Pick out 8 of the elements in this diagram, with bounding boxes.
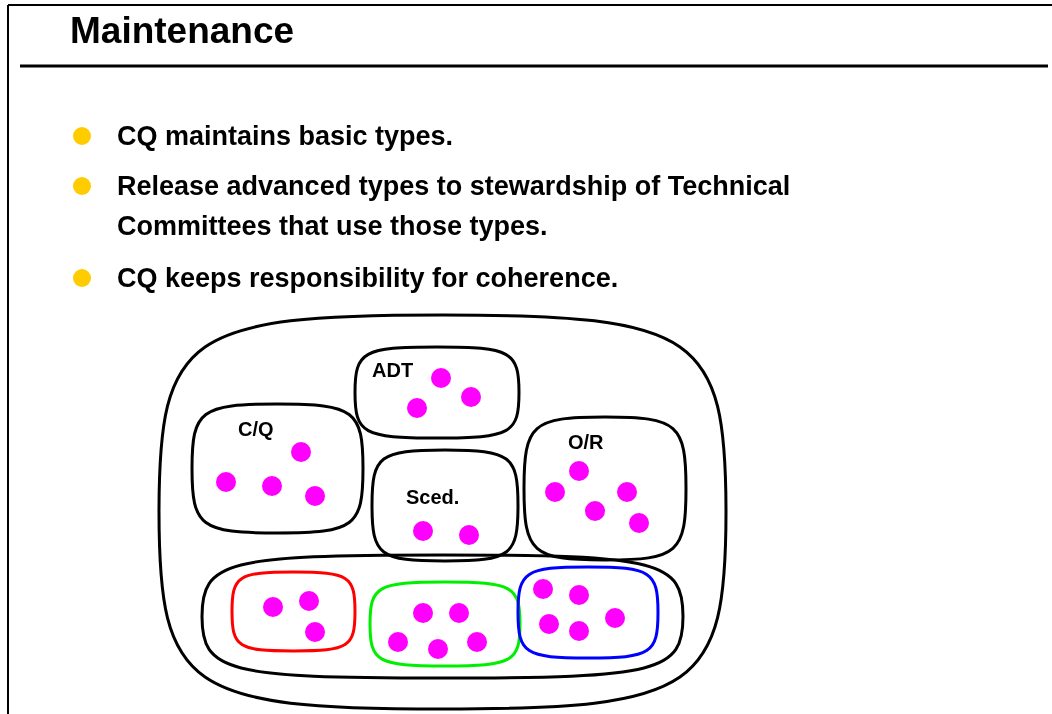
group-label: C/Q — [238, 418, 274, 441]
bullet-text: CQ keeps responsibility for coherence. — [117, 262, 620, 295]
slide-title: Maintenance — [70, 10, 295, 52]
bullet-text: Release advanced types to stewardship of Technical Committees that use those types. — [117, 170, 792, 243]
group-label: Sced. — [406, 486, 460, 509]
bullet-text: CQ maintains basic types. — [117, 120, 455, 153]
group-label: O/R — [568, 431, 604, 454]
group-label: ADT — [372, 359, 414, 382]
